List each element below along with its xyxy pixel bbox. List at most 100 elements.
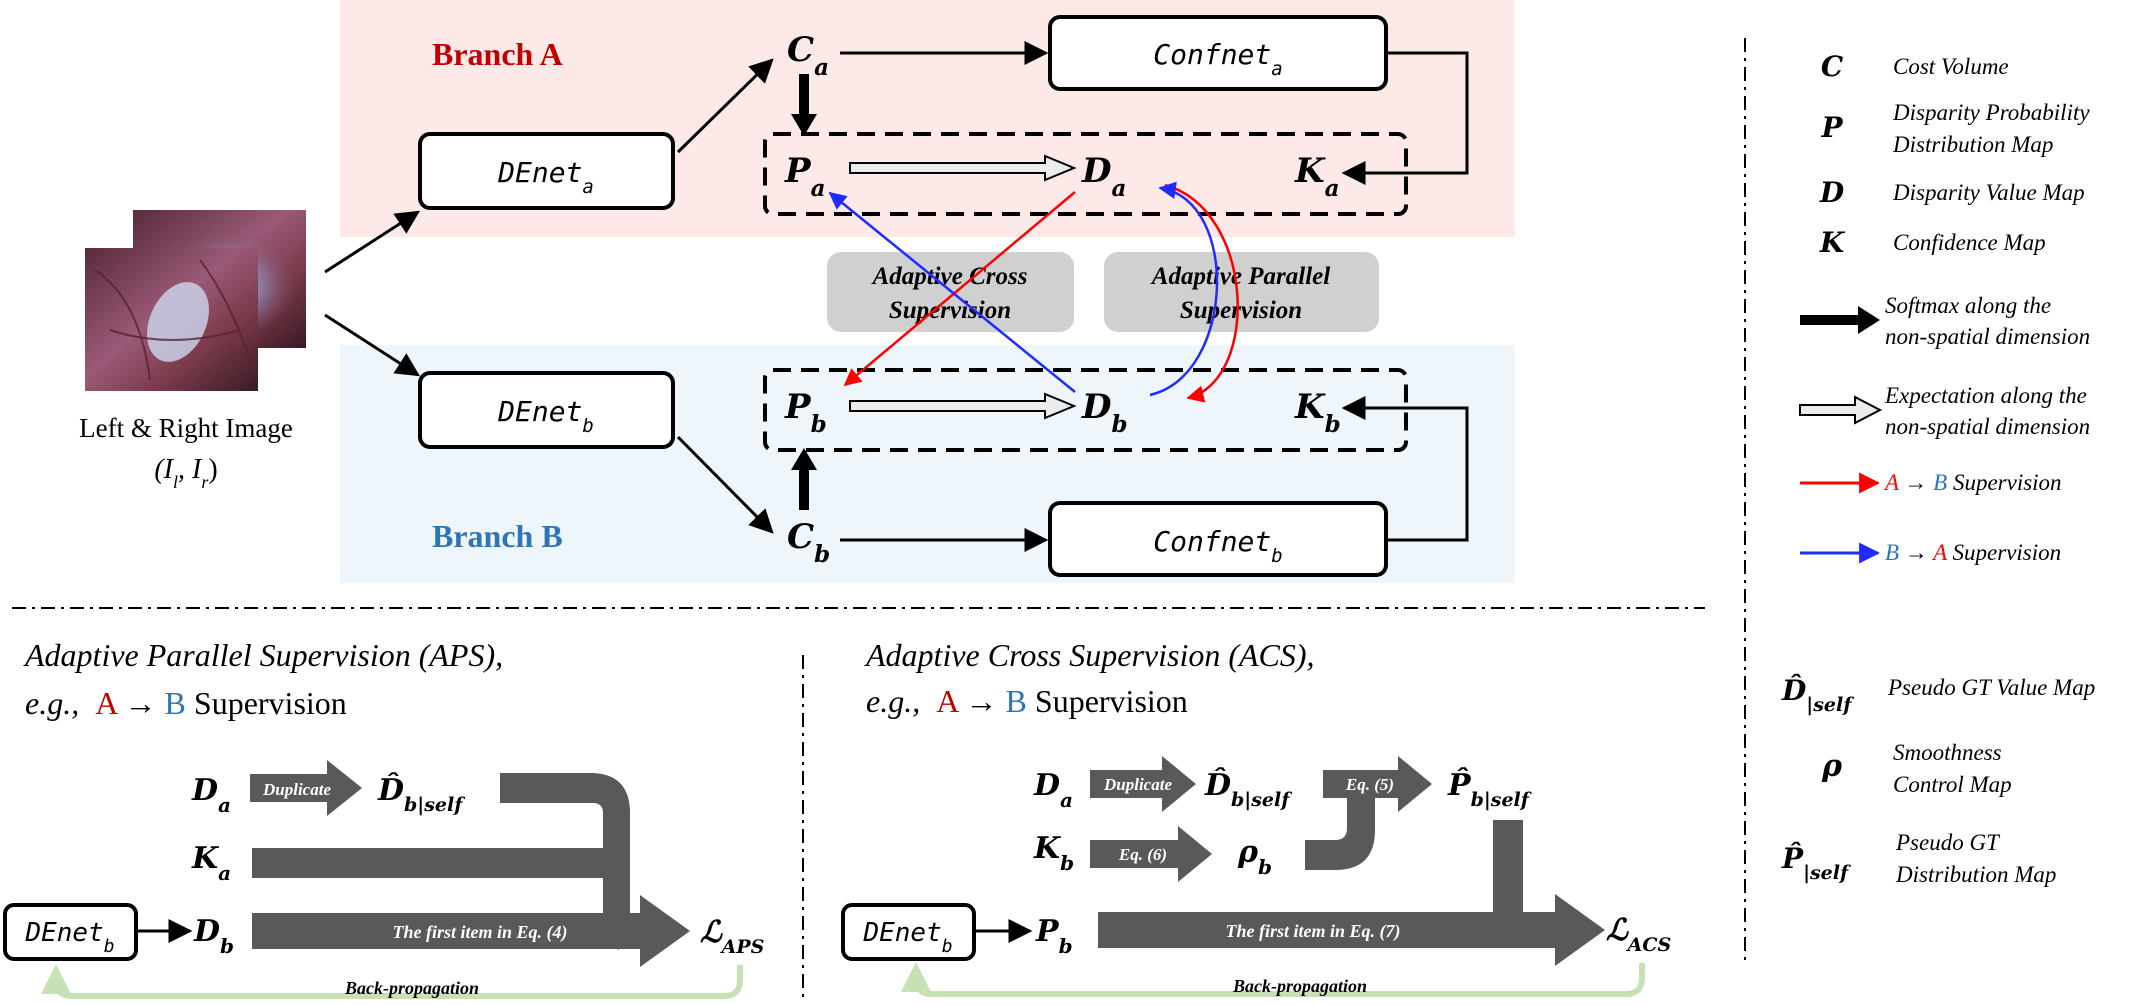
legend-softmax-line2: non-spatial dimension — [1885, 324, 2090, 349]
acs-node-dhat: D̂b|self — [1204, 768, 1292, 811]
arrow-denet-b-to-cb — [676, 435, 774, 534]
legend-text-d: Disparity Value Map — [1892, 180, 2085, 205]
legend-text-k: Confidence Map — [1893, 230, 2046, 255]
acs-blue-db-to-pa — [828, 191, 1076, 393]
legend-symbol-p: P — [1820, 111, 1843, 144]
arrow-confnet-a-to-ka — [1341, 51, 1469, 185]
acs-node-phat: P̂b|self — [1447, 768, 1532, 811]
dashed-group-b — [763, 368, 1408, 452]
legend-symbol-k: K — [1819, 226, 1846, 259]
legend-ba-supervision: B → A Supervision — [1885, 540, 2061, 565]
acs-node-pb: Pb — [1035, 914, 1073, 958]
acs-eq5-arrow — [1323, 756, 1432, 812]
denet-b-label: DEnetb — [497, 395, 594, 437]
input-caption-line1: Left & Right Image — [79, 413, 293, 443]
aps-bubble-line1: Adaptive Parallel — [1150, 263, 1330, 290]
aps-bubble-line2: Supervision — [1180, 297, 1302, 324]
legend-softmax-arrow — [1800, 306, 1880, 334]
acs-eq6-label: Eq. (6) — [1118, 845, 1167, 864]
aps-node-db: Db — [193, 914, 234, 958]
acs-first-item-label: The first item in Eq. (7) — [1226, 921, 1401, 942]
acs-node-rho: ρb — [1237, 835, 1272, 879]
acs-backprop-label: Back-propagation — [1232, 976, 1367, 996]
arrow-confnet-b-to-kb — [1341, 396, 1469, 542]
arrow-denet-a-to-ca — [676, 58, 774, 154]
acs-first-item-arrow — [1098, 894, 1605, 966]
acs-node-da: Da — [1033, 768, 1073, 812]
aps-title-line1: Adaptive Parallel Supervision (APS), — [23, 637, 503, 673]
softmax-arrow-b — [791, 448, 817, 510]
denet-a-box — [418, 132, 675, 210]
node-cb: Cb — [787, 517, 830, 568]
denet-b-box — [418, 371, 675, 449]
node-db: Db — [1081, 387, 1128, 438]
arrow-image-to-denet-b — [324, 313, 421, 377]
aps-title-line2: e.g.,A → B Supervision — [25, 685, 347, 721]
confnet-a-label: Confneta — [1153, 38, 1282, 80]
aps-loss: ℒAPS — [700, 915, 764, 958]
legend-expectation-arrow — [1799, 395, 1883, 425]
aps-denet-box — [3, 903, 138, 961]
legend-text-rho-line1: Smoothness — [1893, 740, 2002, 765]
acs-eq5-label: Eq. (5) — [1345, 775, 1394, 794]
legend-text-dhat: Pseudo GT Value Map — [1887, 675, 2095, 700]
aps-red-da-to-db — [1164, 183, 1239, 403]
acs-title-line1: Adaptive Cross Supervision (ACS), — [864, 637, 1315, 673]
node-ka: Ka — [1294, 151, 1339, 202]
acs-bubble-line1: Adaptive Cross — [871, 263, 1028, 290]
expectation-arrow-b — [849, 392, 1077, 420]
branch-b-title: Branch B — [432, 518, 563, 554]
aps-node-da: Da — [191, 773, 231, 817]
aps-node-dhat: D̂b|self — [377, 773, 465, 816]
node-pb: Pb — [784, 387, 827, 438]
input-caption-line2: (Il, Ir) — [154, 454, 217, 492]
acs-phat-connector — [1493, 820, 1523, 915]
legend-expectation-line2: non-spatial dimension — [1885, 414, 2090, 439]
softmax-arrow-a — [791, 74, 817, 136]
denet-a-label: DEneta — [497, 156, 594, 198]
aps-denet-label: DEnetb — [24, 918, 114, 957]
node-da: Da — [1081, 151, 1126, 202]
legend-symbol-rho: ρ — [1821, 749, 1843, 784]
aps-backprop-path — [41, 964, 743, 999]
acs-node-kb: Kb — [1033, 831, 1074, 875]
legend-ab-supervision: A → B Supervision — [1883, 470, 2062, 495]
legend-text-p-line1: Disparity Probability — [1892, 100, 2090, 125]
legend-text-phat-line2: Distribution Map — [1895, 862, 2056, 887]
acs-title-line2: e.g.,A → B Supervision — [866, 683, 1188, 719]
legend-symbol-d: D — [1819, 176, 1845, 209]
acs-duplicate-label: Duplicate — [1103, 775, 1172, 794]
legend-softmax-line1: Softmax along the — [1885, 293, 2051, 318]
dashed-group-a — [763, 132, 1408, 216]
acs-eq6-arrow — [1090, 826, 1212, 882]
acs-backprop-path — [901, 962, 1645, 997]
arrow-image-to-denet-a — [324, 210, 421, 274]
aps-blue-db-to-da — [1149, 181, 1219, 397]
legend-expectation-line1: Expectation along the — [1884, 383, 2087, 408]
aps-ka-bar — [252, 848, 630, 878]
legend-text-phat-line1: Pseudo GT — [1895, 830, 2001, 855]
stereo-image-pair — [85, 210, 306, 391]
legend-symbol-phat: P̂|self — [1781, 842, 1851, 884]
legend-symbol-dhat: D̂|self — [1781, 674, 1854, 716]
acs-rho-connector — [1305, 790, 1375, 870]
legend-text-rho-line2: Control Map — [1893, 772, 2012, 797]
branch-a-title: Branch A — [432, 36, 563, 72]
aps-backprop-label: Back-propagation — [344, 978, 479, 998]
legend-text-c: Cost Volume — [1893, 54, 2009, 79]
acs-duplicate-arrow — [1090, 756, 1196, 812]
legend-text-p-line2: Distribution Map — [1892, 132, 2053, 157]
aps-duplicate-arrow — [250, 760, 362, 816]
confnet-b-label: Confnetb — [1153, 525, 1282, 567]
acs-denet-box — [841, 903, 976, 961]
acs-red-da-to-pb — [843, 191, 1076, 387]
aps-node-ka: Ka — [191, 841, 231, 885]
acs-bubble-line2: Supervision — [889, 297, 1011, 324]
legend-symbol-c: C — [1821, 50, 1844, 83]
node-pa: Pa — [784, 151, 825, 202]
aps-bent-arrow — [500, 773, 653, 950]
node-kb: Kb — [1294, 387, 1341, 438]
acs-denet-label: DEnetb — [862, 918, 952, 957]
aps-bubble — [1104, 252, 1379, 332]
